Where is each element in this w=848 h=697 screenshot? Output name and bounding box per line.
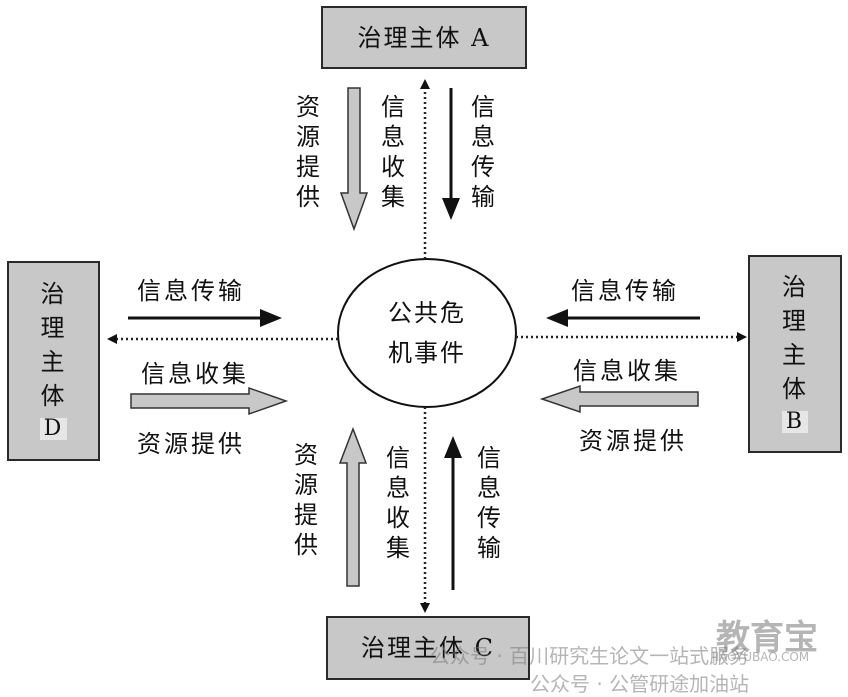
watermark-logo-sub: JIAOYUBAO.COM: [712, 650, 810, 664]
actor-d-char: 理: [40, 314, 67, 342]
label-info-collect-left: 信息收集: [141, 360, 249, 388]
watermark-line-1: 公众号 · 百川研究生论文一站式服务: [430, 644, 750, 668]
actor-a-name: 治理主体: [357, 23, 462, 52]
center-line-1: 公共危: [388, 299, 466, 327]
actor-box-d: 治 理 主 体 D: [7, 261, 100, 461]
arrow-resource-top: [339, 87, 369, 232]
actor-d-char: 治: [40, 280, 67, 308]
actor-c-name: 治理主体: [360, 634, 465, 662]
arrow-info-transfer-top-head: [442, 198, 460, 220]
actor-c-letter: C: [474, 634, 495, 662]
arrow-info-transfer-left-head: [260, 309, 282, 327]
label-info-collect-right: 信息收集: [573, 357, 681, 385]
actor-d-char: 体: [40, 382, 67, 410]
actor-a-letter: A: [471, 23, 491, 52]
arrow-info-transfer-right-head: [546, 309, 568, 327]
actor-b-char: 主: [781, 341, 808, 369]
actor-b-letter: B: [781, 411, 809, 433]
actor-b-char: 体: [781, 375, 808, 403]
watermark-logo: 教育宝: [716, 618, 818, 658]
arrow-info-transfer-bottom-head: [444, 436, 462, 458]
actor-d-letter: D: [39, 418, 68, 440]
actor-d-char: 主: [40, 348, 67, 376]
label-resource-bottom: 资源提供: [294, 441, 318, 559]
label-resource-left: 资源提供: [137, 430, 245, 458]
actor-box-c: 治理主体 C: [326, 616, 530, 680]
arrow-resource-left: [130, 386, 289, 416]
center-event-circle: [337, 258, 517, 408]
arrow-resource-bottom: [338, 426, 368, 587]
actor-box-b: 治 理 主 体 B: [748, 255, 842, 453]
watermark-line-2: 公众号 · 公管研途加油站: [530, 672, 750, 696]
label-info-collect-bottom: 信息收集: [386, 444, 410, 562]
center-event: 公共危 机事件: [338, 259, 516, 407]
center-line-2: 机事件: [388, 339, 466, 367]
label-info-transfer-right: 信息传输: [571, 277, 679, 305]
arrow-resource-right: [539, 384, 699, 414]
label-info-transfer-left: 信息传输: [137, 277, 245, 305]
label-resource-top: 资源提供: [296, 93, 320, 211]
actor-box-a: 治理主体 A: [321, 6, 527, 69]
label-info-transfer-bottom: 信息传输: [477, 444, 501, 562]
label-resource-right: 资源提供: [579, 427, 687, 455]
actor-b-char: 治: [781, 273, 808, 301]
actor-b-char: 理: [781, 307, 808, 335]
label-info-collect-top: 信息收集: [381, 93, 405, 211]
label-info-transfer-top: 信息传输: [471, 93, 495, 211]
